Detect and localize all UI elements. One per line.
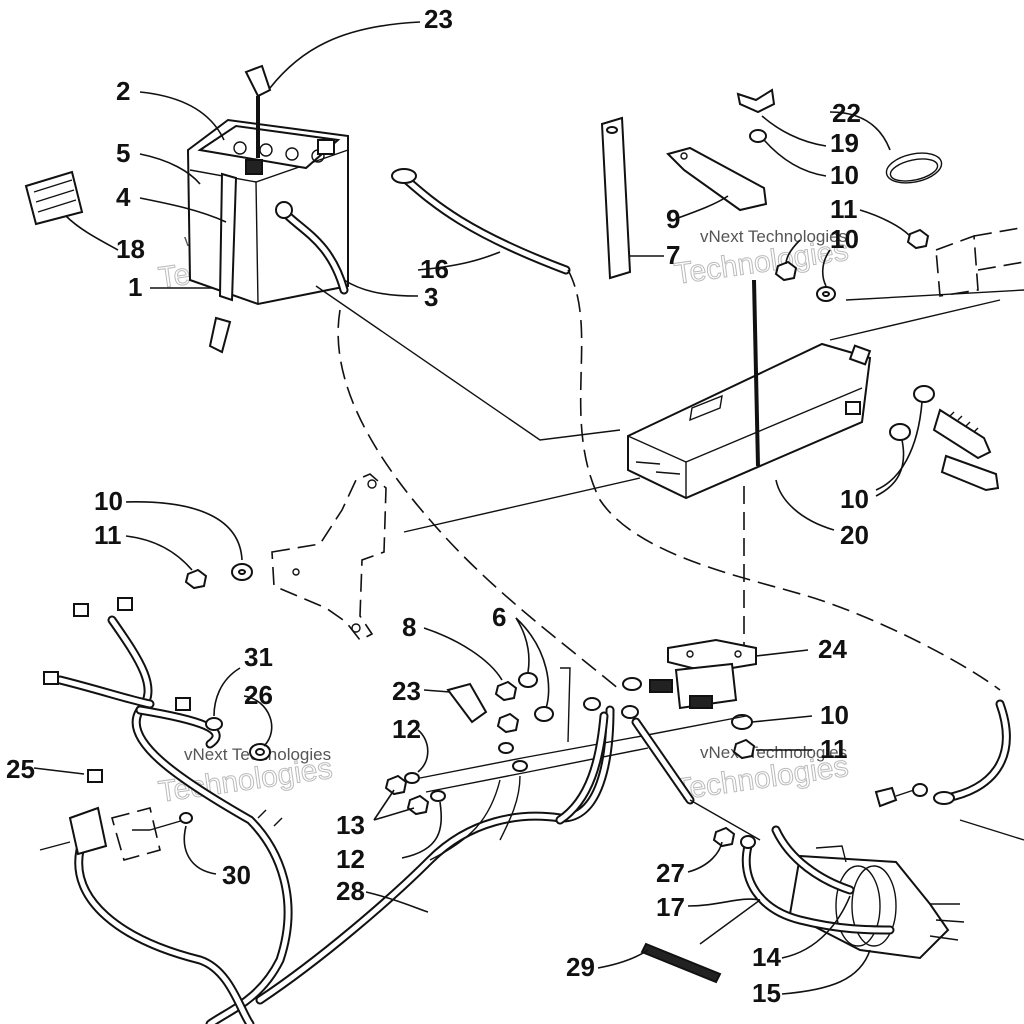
callout-30: 30	[222, 860, 251, 890]
callout-14: 14	[752, 942, 781, 972]
callout-10-a: 10	[830, 160, 859, 190]
callout-numbers: 23 2 5 4 18 1 16 3 7 9 19 10 22 11 10 20…	[6, 4, 869, 1008]
callout-12-b: 12	[336, 844, 365, 874]
callout-16: 16	[420, 254, 449, 284]
callout-12-a: 12	[392, 714, 421, 744]
leader-lines	[33, 21, 923, 995]
callout-23-top: 23	[424, 4, 453, 34]
nuts-12-13	[384, 772, 446, 816]
battery	[186, 118, 349, 306]
callout-2: 2	[116, 76, 130, 106]
callout-10-d: 10	[94, 486, 123, 516]
callout-31: 31	[244, 642, 273, 672]
battery-strap	[208, 172, 238, 354]
terminal-boot-23-center	[446, 682, 488, 724]
callout-13: 13	[336, 810, 365, 840]
starter-motor	[788, 845, 965, 960]
callout-25: 25	[6, 754, 35, 784]
callout-29: 29	[566, 952, 595, 982]
callout-10-c: 10	[840, 484, 869, 514]
fuse-25	[87, 769, 103, 783]
callout-9: 9	[666, 204, 680, 234]
starter-cable-right	[933, 699, 1024, 841]
fuse-card-18	[24, 170, 84, 226]
nut-11-left	[184, 568, 208, 590]
callout-27: 27	[656, 858, 685, 888]
mounting-bracket-left	[271, 473, 387, 642]
callout-8: 8	[402, 612, 416, 642]
callout-1: 1	[128, 272, 142, 302]
callout-7: 7	[666, 240, 680, 270]
callout-10-b: 10	[830, 224, 859, 254]
wing-nut-19	[736, 88, 776, 143]
washer-10-solenoid	[731, 714, 756, 760]
callout-28: 28	[336, 876, 365, 906]
callout-5: 5	[116, 138, 130, 168]
hose-clamp-22	[885, 152, 943, 184]
callout-11-b: 11	[94, 520, 122, 550]
callout-10-e: 10	[820, 700, 849, 730]
callout-11-a: 11	[830, 194, 858, 224]
fuse-holder-30	[39, 806, 193, 861]
nut-27	[712, 826, 736, 848]
nut-11-upper	[774, 228, 930, 282]
callout-15: 15	[752, 978, 781, 1008]
callout-3: 3	[424, 282, 438, 312]
callout-22: 22	[832, 98, 861, 128]
tie-strap-29	[640, 942, 722, 984]
solenoid-24	[622, 638, 757, 710]
washer-10-upper	[816, 286, 836, 302]
frame-outline	[315, 285, 1024, 533]
bracket-dashed-right	[935, 227, 1024, 297]
callout-20: 20	[840, 520, 869, 550]
nuts-8-6	[494, 672, 554, 734]
callout-26: 26	[244, 680, 273, 710]
battery-cable-16	[391, 168, 571, 275]
grommet-31-26	[205, 717, 271, 761]
washer-10-left	[231, 563, 253, 581]
bolt-right-lower	[874, 783, 928, 808]
terminal-rail	[419, 667, 747, 793]
battery-cable-3	[275, 201, 349, 295]
cable-14	[771, 825, 855, 895]
battery-tray-20	[627, 279, 872, 500]
watermark-text: vNext Technologies	[700, 227, 847, 246]
bolts-10	[889, 385, 1000, 492]
dashed-routes	[337, 269, 1001, 691]
callout-11-c: 11	[820, 734, 848, 764]
callout-23-center: 23	[392, 676, 421, 706]
strap-7	[600, 116, 632, 280]
callout-18: 18	[116, 234, 145, 264]
callout-4: 4	[116, 182, 131, 212]
callout-24: 24	[818, 634, 847, 664]
ground-cable	[555, 711, 761, 841]
callout-17: 17	[656, 892, 685, 922]
cable-17-leader-aux	[699, 899, 761, 945]
wiring-harness-28	[43, 597, 615, 1024]
callout-6: 6	[492, 602, 506, 632]
terminal-boot-23-top	[244, 64, 272, 158]
cable-17	[740, 835, 895, 935]
bracket-9	[666, 146, 768, 212]
callout-19: 19	[830, 128, 859, 158]
